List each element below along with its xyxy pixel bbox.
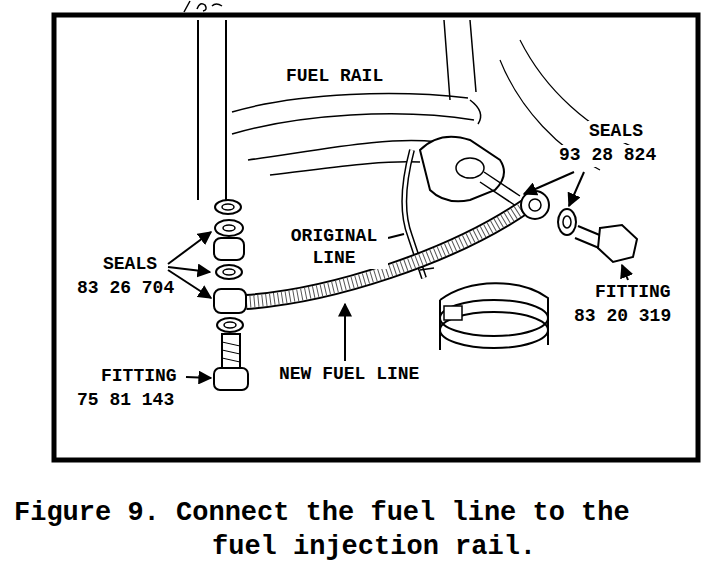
fitting-head bbox=[214, 368, 248, 390]
leader-line bbox=[186, 377, 211, 378]
seal-hole bbox=[222, 204, 234, 210]
figure-caption: Figure 9. Connect the fuel line to the f… bbox=[7, 497, 697, 565]
clamp-screw bbox=[444, 306, 462, 320]
seal-washer bbox=[215, 220, 243, 236]
leader-line bbox=[168, 232, 211, 264]
part-number: 75 81 143 bbox=[76, 390, 175, 412]
leader-line bbox=[622, 265, 628, 280]
injector-port bbox=[456, 158, 484, 178]
injector-body bbox=[420, 137, 504, 202]
handwritten-mark bbox=[184, 1, 222, 12]
banjo-fitting bbox=[214, 238, 244, 260]
leader-line bbox=[168, 267, 210, 272]
part-name: FUEL RAIL bbox=[285, 66, 384, 88]
leader-line bbox=[569, 172, 584, 206]
leader-line bbox=[388, 234, 404, 238]
seal-hole bbox=[223, 269, 235, 275]
seal-washer bbox=[216, 265, 242, 279]
new-fuel-line-outline bbox=[246, 206, 526, 302]
seal-hole bbox=[223, 225, 235, 231]
part-name: SEALS bbox=[588, 121, 644, 143]
figure-frame bbox=[54, 15, 698, 460]
fitting-shaft bbox=[222, 334, 240, 370]
part-name: FITTING bbox=[100, 366, 178, 388]
part-name: FITTING bbox=[594, 282, 672, 304]
part-number: 83 26 704 bbox=[76, 278, 175, 300]
fitting-head bbox=[598, 225, 637, 262]
leader-line bbox=[344, 304, 346, 361]
banjo-fitting bbox=[521, 191, 549, 219]
banjo-hole bbox=[529, 199, 541, 211]
seal-hole bbox=[563, 216, 571, 228]
seal-washer bbox=[217, 318, 243, 332]
part-number: 93 28 824 bbox=[558, 145, 657, 167]
seal-washer bbox=[558, 209, 576, 235]
part-name: SEALS bbox=[102, 254, 158, 276]
seal-hole bbox=[224, 322, 236, 328]
fuel-rail-tube bbox=[198, 20, 226, 200]
leader-line bbox=[524, 172, 574, 194]
intake-duct bbox=[440, 283, 548, 350]
fitting-thread bbox=[222, 342, 240, 362]
new-fuel-line-core bbox=[246, 206, 526, 302]
upper-bracket bbox=[444, 20, 481, 124]
part-name: NEW FUEL LINE bbox=[278, 364, 420, 386]
part-name: ORIGINAL LINE bbox=[280, 226, 388, 269]
new-fuel-line-braid bbox=[246, 206, 526, 302]
seal-washer bbox=[215, 200, 241, 214]
banjo-fitting bbox=[214, 289, 246, 313]
union-stub bbox=[480, 172, 520, 206]
part-number: 83 20 319 bbox=[573, 306, 672, 328]
